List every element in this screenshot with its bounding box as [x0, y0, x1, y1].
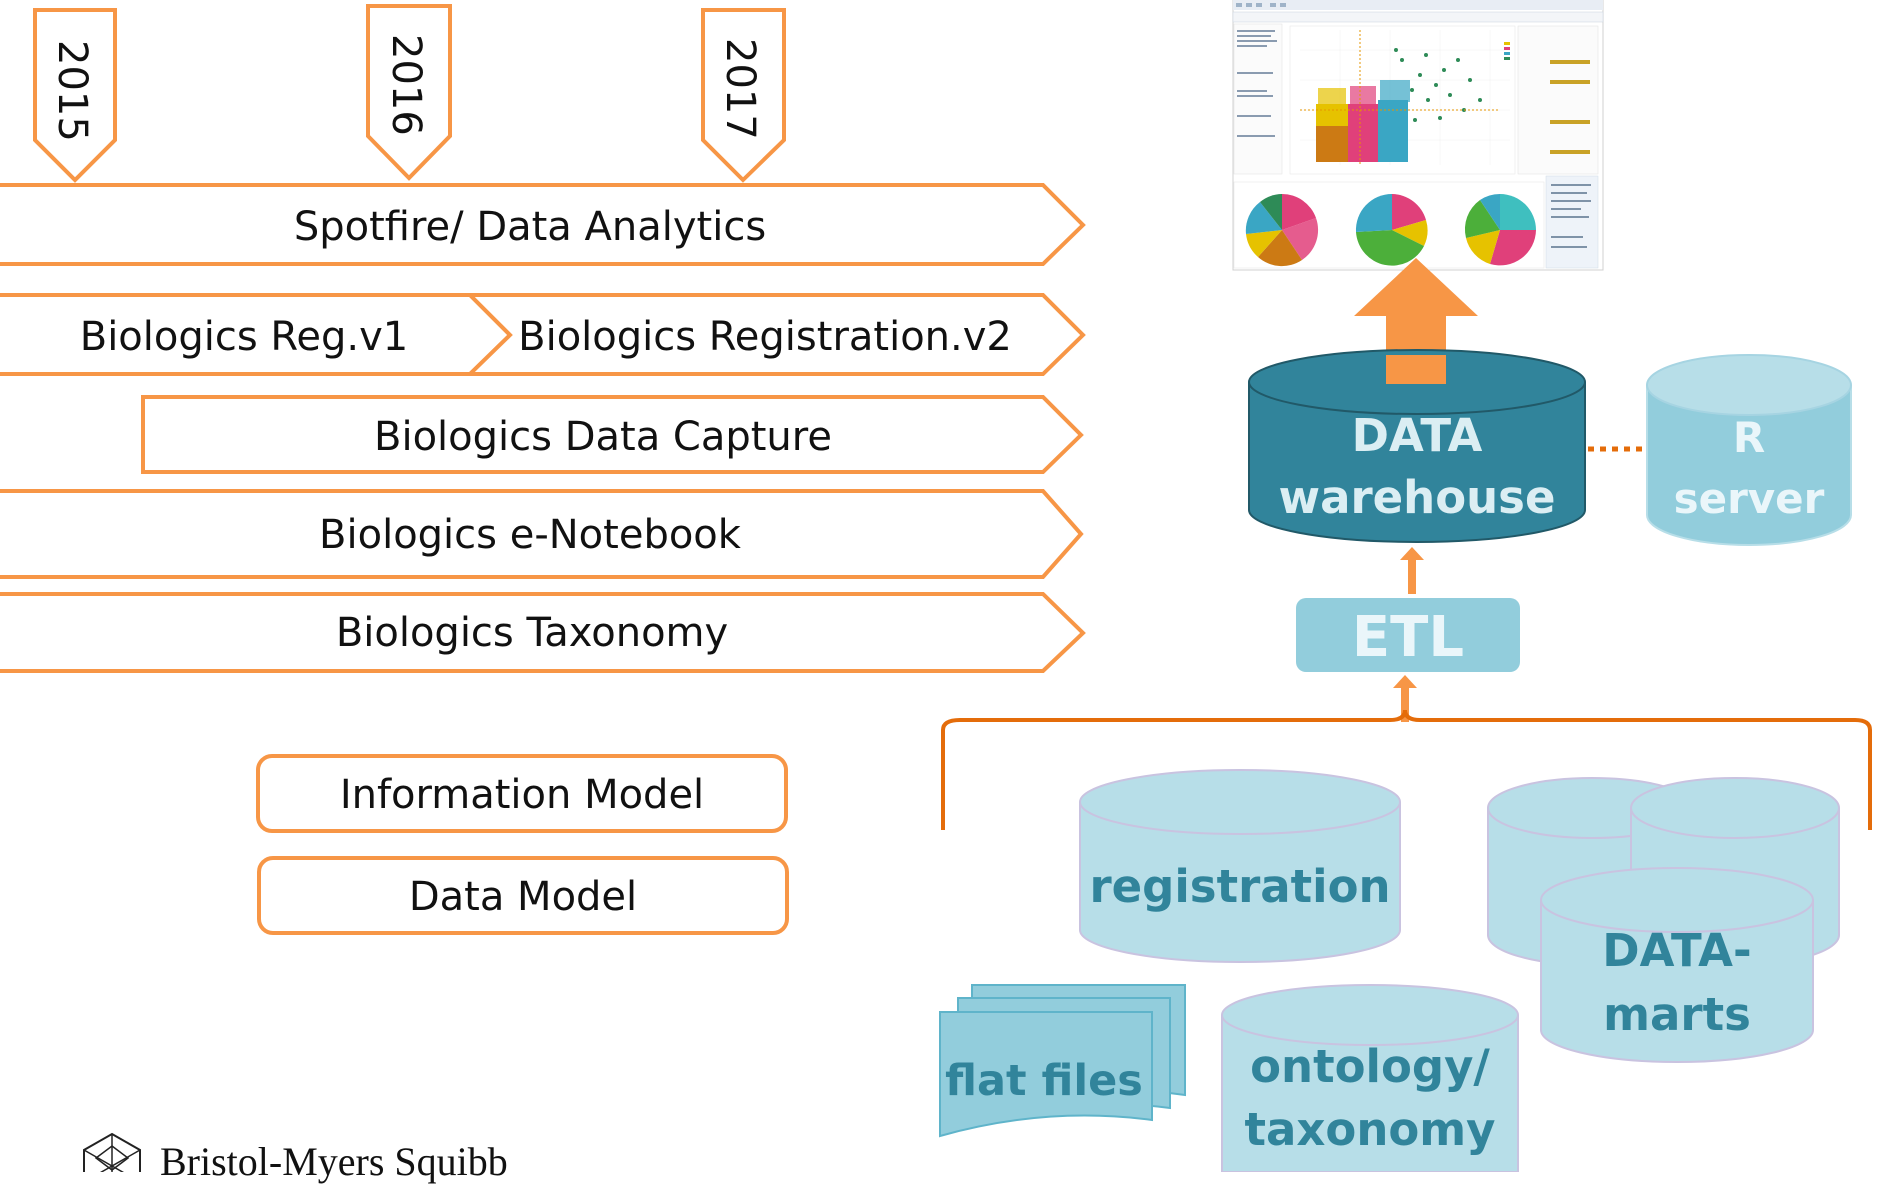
- year-2015-label: 2015: [49, 40, 95, 142]
- data-warehouse-cylinder: DATA warehouse: [1248, 349, 1586, 543]
- r-server-label-line2: server: [1674, 474, 1825, 523]
- warehouse-label-line1: DATA: [1352, 409, 1483, 462]
- spotfire-dashboard-thumbnail: [1232, 0, 1604, 271]
- information-model-box: Information Model: [256, 754, 788, 833]
- flat-files-stack: flat files: [939, 984, 1186, 1138]
- data-model-label: Data Model: [409, 874, 637, 920]
- etl-to-warehouse-arrow: [1400, 547, 1424, 594]
- year-marker-2017: 2017: [701, 8, 786, 183]
- registration-cylinder: registration: [1079, 769, 1401, 963]
- project-data-capture-arrow: Biologics Data Capture: [141, 395, 1084, 474]
- pie-chart-3: [1464, 193, 1536, 266]
- information-model-label: Information Model: [340, 772, 704, 818]
- project-reg-v1-arrow: Biologics Reg.v1: [0, 293, 513, 376]
- datamarts-label-line1: DATA-: [1602, 924, 1751, 977]
- etl-box: ETL: [1296, 598, 1520, 672]
- sources-brace: [941, 709, 1872, 830]
- year-2016-label: 2016: [383, 34, 429, 136]
- project-enotebook-label: Biologics e-Notebook: [319, 512, 742, 558]
- project-spotfire-label: Spotfire/ Data Analytics: [294, 204, 766, 250]
- project-taxonomy-arrow: Biologics Taxonomy: [0, 592, 1086, 673]
- pie-chart-1: [1245, 193, 1319, 267]
- registration-label: registration: [1089, 860, 1390, 913]
- datamarts-cylinders: DATA- marts: [1487, 777, 1840, 1063]
- year-marker-2016: 2016: [366, 4, 452, 181]
- project-data-capture-label: Biologics Data Capture: [374, 414, 832, 460]
- project-enotebook-arrow: Biologics e-Notebook: [0, 489, 1084, 579]
- warehouse-to-dashboard-arrow: [1354, 258, 1478, 384]
- project-reg-v1-label: Biologics Reg.v1: [80, 314, 409, 360]
- year-2017-label: 2017: [717, 38, 763, 140]
- project-taxonomy-label: Biologics Taxonomy: [336, 610, 728, 656]
- data-model-box: Data Model: [257, 856, 789, 935]
- warehouse-label-line2: warehouse: [1279, 471, 1556, 524]
- ontology-label-line1: ontology/: [1250, 1040, 1490, 1093]
- ontology-label-line2: taxonomy: [1245, 1103, 1496, 1156]
- datamarts-label-line2: marts: [1603, 988, 1751, 1041]
- project-spotfire-arrow: Spotfire/ Data Analytics: [0, 183, 1086, 266]
- r-server-cylinder: R server: [1646, 354, 1852, 546]
- etl-label: ETL: [1352, 605, 1464, 670]
- pie-chart-2: [1355, 193, 1428, 266]
- flat-files-label: flat files: [945, 1056, 1143, 1106]
- bms-logo-icon: [83, 1132, 141, 1172]
- bms-logo-wordmark: Bristol-Myers Squibb: [160, 1139, 508, 1184]
- year-marker-2015: 2015: [33, 8, 117, 183]
- sources-to-etl-arrow: [1393, 675, 1417, 722]
- ontology-taxonomy-cylinder: ontology/ taxonomy: [1221, 984, 1519, 1172]
- r-server-label-line1: R: [1733, 413, 1765, 462]
- project-reg-v2-arrow: Biologics Registration.v2: [465, 293, 1086, 376]
- project-reg-v2-label: Biologics Registration.v2: [518, 314, 1012, 360]
